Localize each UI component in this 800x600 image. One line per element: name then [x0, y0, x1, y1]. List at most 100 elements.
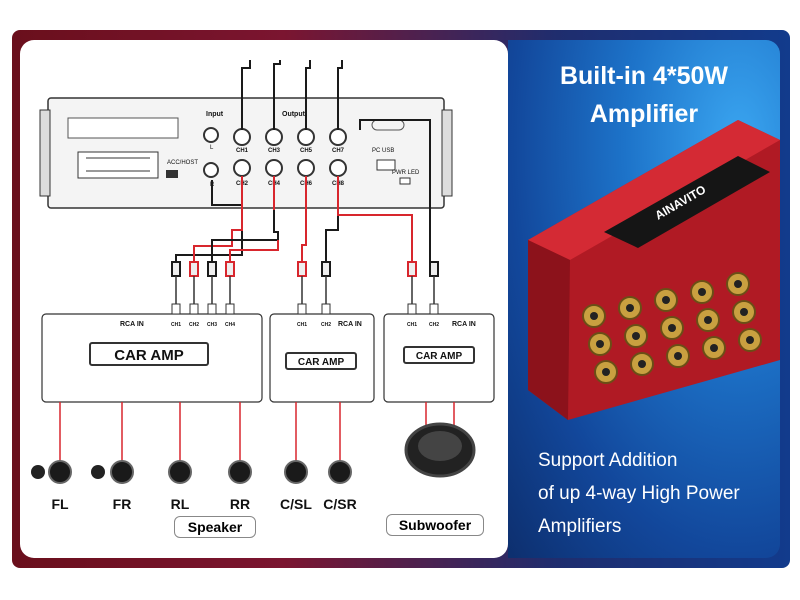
rca-wire-9: [229, 240, 279, 262]
input-label: Input: [206, 111, 224, 118]
amp-boxes: [41, 313, 495, 403]
rca-plugs: [171, 261, 439, 304]
output-jack-top-3: [297, 128, 315, 146]
acc-host-switch: [166, 170, 178, 178]
rca-plug-2: [189, 261, 199, 277]
speaker-label-fl: FL: [51, 496, 69, 512]
amp-2-rca: RCA IN: [338, 321, 362, 328]
speaker-label-csl: C/SL: [280, 496, 312, 512]
input-r-jack: [203, 162, 219, 178]
output-jack-bottom-4: [329, 159, 347, 177]
rca-plug-1: [171, 261, 181, 277]
product-rca-jack-center-15: [746, 336, 754, 344]
output-jack-top-2: [265, 128, 283, 146]
amp-3-jack-1: [407, 303, 417, 315]
amp-2-jack-2: [321, 303, 331, 315]
speaker-label-rr: RR: [229, 496, 251, 512]
product-rca-jack-center-2: [626, 304, 634, 312]
amplifier-product-image: AINAVITO: [528, 120, 780, 420]
rca-wires: [175, 60, 431, 262]
speaker-label-fr: FR: [112, 496, 132, 512]
output-jack-top-label-1: CH1: [236, 148, 249, 154]
rca-wire-1: [241, 60, 251, 130]
output-jack-top-1: [233, 128, 251, 146]
subwoofer-cone: [418, 431, 462, 461]
product-rca-jack-center-9: [704, 316, 712, 324]
amp-2-channel-label-2: CH2: [321, 322, 331, 328]
product-rca-jack-center-1: [590, 312, 598, 320]
rca-wire-3: [305, 60, 311, 130]
amp-2-title: CAR AMP: [298, 357, 345, 368]
rca-wire-2: [273, 60, 281, 130]
input-l-label: L: [210, 145, 214, 151]
rca-plug-6: [321, 261, 331, 277]
rca-wire-10: [301, 176, 307, 262]
amp-1-channel-label-3: CH3: [207, 322, 217, 328]
input-l-jack: [203, 127, 219, 143]
dsp-unit-flange-right: [441, 109, 453, 197]
output-jack-top-label-4: CH7: [332, 148, 345, 154]
subtext-line-3: Amplifiers: [538, 516, 622, 537]
power-connector: [77, 151, 159, 179]
pc-usb-label: PC USB: [372, 148, 394, 154]
speaker-tag: Speaker: [174, 516, 256, 538]
amp-3-channel-label-2: CH2: [429, 322, 439, 328]
product-rca-jack-center-11: [602, 368, 610, 376]
pwr-led: [399, 177, 411, 185]
product-rca-jack-center-8: [668, 324, 676, 332]
speaker-fl-icon: [48, 460, 72, 484]
amp-1-jack-2: [189, 303, 199, 315]
product-rca-jack-center-14: [710, 344, 718, 352]
power-connector-pins: [86, 157, 150, 172]
speakers: [31, 422, 476, 484]
product-rca-jack-center-13: [674, 352, 682, 360]
product-rca-jack-center-5: [734, 280, 742, 288]
amp-3-channel-label-1: CH1: [407, 322, 417, 328]
tweeter-fl-icon: [31, 465, 45, 479]
product-rca-jack-center-7: [632, 332, 640, 340]
rca-wire-6: [193, 176, 243, 262]
connector-label-strip: [67, 117, 179, 139]
amp-3-jack-2: [429, 303, 439, 315]
amp-brand-plate: [604, 156, 770, 248]
output-jack-top-4: [329, 128, 347, 146]
output-jack-bottom-1: [233, 159, 251, 177]
amp-top-face: [528, 120, 780, 260]
amp-3-rca: RCA IN: [452, 321, 476, 328]
subwoofer-tag: Subwoofer: [386, 514, 484, 536]
amp-1-channel-label-1: CH1: [171, 322, 181, 328]
headline-line-2: Amplifier: [589, 100, 699, 128]
product-rca-jack-center-6: [596, 340, 604, 348]
amp-3-title-box: [403, 346, 475, 364]
amp-2-title-box: [285, 352, 357, 370]
product-rca-jack-center-12: [638, 360, 646, 368]
amp-rca-jacks: [582, 272, 762, 384]
output-jack-bottom-3: [297, 159, 315, 177]
amp-1-title-box: [89, 342, 209, 366]
headline-line-1: Built-in 4*50W: [559, 62, 729, 90]
amp-1-jack-4: [225, 303, 235, 315]
subtext-line-1: Support Addition: [538, 450, 678, 471]
promo-panel: Built-in 4*50W Amplifier AINAVITO Suppor…: [508, 40, 780, 558]
output-jack-bottom-2: [265, 159, 283, 177]
rca-wire-7: [211, 176, 279, 262]
output-label: Output: [282, 111, 306, 118]
speaker-rl-icon: [168, 460, 192, 484]
speaker-fr-icon: [110, 460, 134, 484]
rca-plug-3: [207, 261, 217, 277]
rca-wire-12: [337, 176, 413, 262]
speaker-csl-icon: [284, 460, 308, 484]
amp-2-jack-1: [297, 303, 307, 315]
speaker-rr-icon: [228, 460, 252, 484]
rca-wire-13: [359, 119, 431, 262]
rca-plug-8: [429, 261, 439, 277]
dsp-unit-flange-left: [39, 109, 51, 197]
amp-1-jack-3: [207, 303, 217, 315]
product-rca-jack-center-4: [698, 288, 706, 296]
amp-2-channel-label-1: CH1: [297, 322, 307, 328]
subtext-line-2: of up 4-way High Power: [538, 483, 740, 504]
speaker-label-csr: C/SR: [323, 496, 357, 512]
amp-1-channel-label-4: CH4: [225, 322, 235, 328]
